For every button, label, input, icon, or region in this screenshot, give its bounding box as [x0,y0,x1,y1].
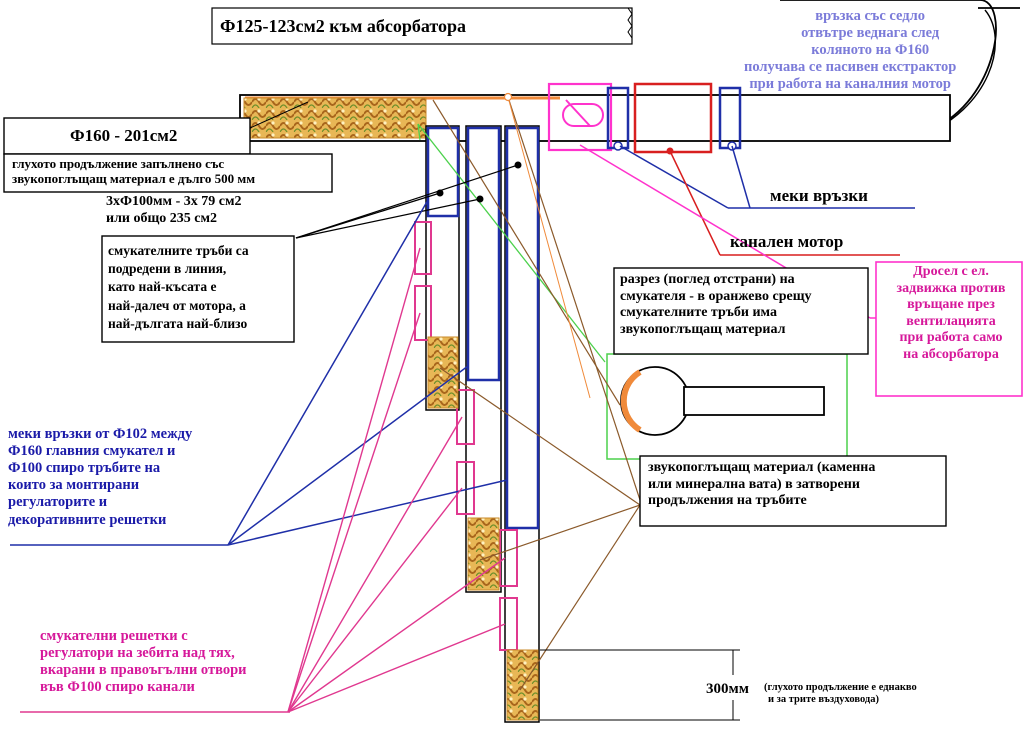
saddle-note-line: коляното на Ф160 [811,42,930,59]
grilles-line: регулатори на зебита над тях, [40,645,235,662]
throttle-line: Дросел с ел. [913,264,989,279]
pipes-3x-label: 3хФ100мм - 3х 79 см2 или общо 235 см2 [106,194,242,227]
pipes-arrangement-line: най-далеч от мотора, а [108,297,246,313]
pipes-3x-line: 3хФ100мм - 3х 79 см2 [106,194,242,209]
sound-absorbing-material-icon [427,336,459,409]
pipes-3x-line: или общо 235 см2 [106,210,218,226]
grille-icon [414,285,432,341]
sound-absorbing-material-icon [506,649,539,721]
throttle-label: Дросел с ел. задвижка против връщане пре… [882,264,1020,363]
throttle-line: връщане през [907,297,995,313]
throttle-line: задвижка против [896,280,1006,296]
section-label: разрез (поглед отстрани) на смукателя - … [620,272,812,338]
absorb-material-label: звукопоглъщащ материал (каменна или мине… [648,460,875,510]
absorb-material-line: продължения на тръбите [648,493,807,509]
section-line: смукателните тръби има [620,305,777,321]
saddle-note-line: отвътре веднага след [801,25,940,42]
blind-extension-label: глухото продължение запълнено със звукоп… [12,156,255,187]
soft-f102-line: Ф160 главния смукател и [8,443,176,460]
saddle-note-line: получава се пасивен екстрактор [744,59,957,76]
section-line: смукателя - в оранжево срещу [620,288,812,304]
section-view-branch-pipe [683,386,825,416]
dimension-value: 300мм [706,681,749,697]
text-frames [3,117,947,527]
top-title-box-break [627,7,633,39]
soft-f102-medium [466,126,501,382]
main-pipe-label: Ф160 - 201см2 [70,126,178,145]
absorb-material-line: звукопоглъщащ материал (каменна [648,460,876,475]
grille-icon [456,389,475,445]
top-title: Ф125-123см2 към абсорбатора [220,16,466,36]
soft-f102-short [426,126,460,218]
soft-f102-line: които за монтирани [8,477,140,494]
throttle-label-frame [875,261,1023,397]
soft-connections-label: меки връзки [770,186,868,205]
throttle-valve [547,82,613,152]
dimension-note-line: и за трите въздуховода) [768,694,879,706]
section-line: звукопоглъщащ материал [620,321,786,337]
pipes-arrangement-line: като най-късата е [108,279,217,295]
throttle-valve-flap [565,99,591,127]
pipes-arrangement-label: смукателните тръби са подредени в линия,… [108,242,249,333]
grille-icon [414,221,432,275]
soft-f102-long [505,126,540,530]
pipes-arrangement-line: смукателните тръби са [108,243,249,258]
soft-f102-line: регулаторите и [8,494,108,511]
saddle-note-line: при работа на каналния мотор [749,76,951,93]
dimension-note-line: (глухото продължение е еднакво [764,682,917,693]
saddle-note-line: връзка със седло [815,8,926,24]
duct-motor-label: канален мотор [730,232,844,251]
soft-connection-left-dot [613,141,623,151]
throttle-line: вентилацията [906,313,996,329]
section-view-orange-material [620,369,642,433]
throttle-line: при работа само [899,330,1003,346]
dimension-note: (глухото продължение е еднакво и за трит… [764,682,917,707]
grille-icon [499,529,518,587]
soft-f102-label: меки връзки от Ф102 между Ф160 главния с… [8,426,192,529]
pipes-arrangement-line: най-дългата най-близо [108,315,248,331]
grilles-label: смукателни решетки с регулатори на зебит… [40,628,247,696]
grilles-line: във Ф100 спиро канали [40,679,195,696]
section-line: разрез (поглед отстрани) на [620,272,795,287]
top-title-box [211,7,633,45]
pipes-arrangement-line: подредени в линия, [108,261,227,277]
soft-f102-line: декоративните решетки [8,511,167,528]
blind-extension-line: звукопоглъщащ материал е дълго 500 мм [12,171,256,187]
throttle-line: на абсорбатора [903,346,999,362]
blind-extension-material [243,97,427,139]
soft-f102-line: Ф100 спиро тръбите на [8,460,161,477]
grilles-line: вкарани в правоъгълни отвори [40,662,247,679]
absorb-material-line: или минерална вата) в затворени [648,476,860,492]
sound-absorbing-material-icon [467,517,500,591]
saddle-note: връзка със седло отвътре веднага след ко… [744,8,956,94]
grilles-line: смукателни решетки с [40,628,188,644]
blind-extension-line: глухото продължение запълнено със [12,156,225,171]
throttle-valve-slot [562,103,604,127]
soft-f102-line: меки връзки от Ф102 между [8,426,193,442]
